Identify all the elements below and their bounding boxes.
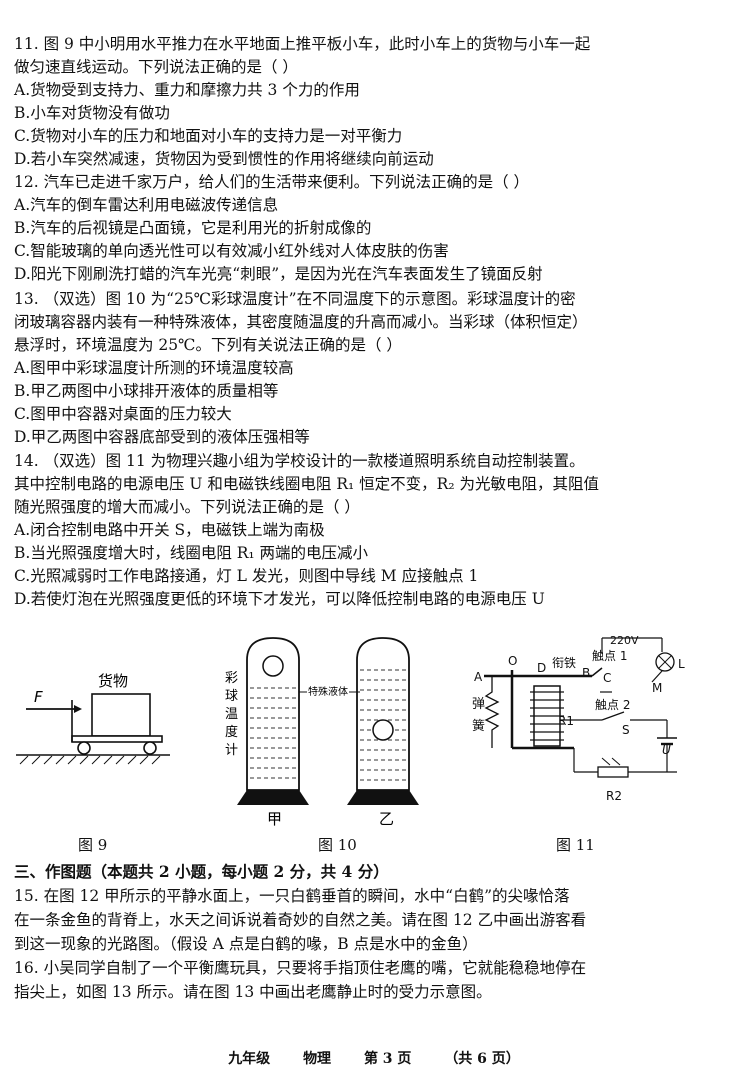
- fig11-contact1-label: 触点 1: [592, 649, 627, 663]
- q12-option-c: C.智能玻璃的单向透光性可以有效减小红外线对人体皮肤的伤害: [14, 242, 449, 260]
- fig11-b-label: B: [582, 666, 590, 680]
- fig10-label-yi: 乙: [379, 810, 394, 828]
- q14-option-b: B.当光照强度增大时，线圈电阻 R₁ 两端的电压减小: [14, 544, 369, 562]
- figure-10-thermometer-diagram: 彩 球 温 度 计 特殊液体 甲 乙: [225, 637, 419, 828]
- q15-line2: 在一条金鱼的背脊上，水天之间诉说着奇妙的自然之美。请在图 12 乙中画出游客看: [14, 911, 587, 929]
- q11-stem-line2: 做匀速直线运动。下列说法正确的是（ ）: [14, 58, 298, 76]
- fig9-cargo-label: 货物: [98, 672, 128, 690]
- q13-option-c: C.图甲中容器对桌面的压力较大: [14, 405, 232, 423]
- base-yi: [347, 790, 419, 805]
- figure-9-caption: 图 9: [78, 836, 108, 854]
- figure-11-caption: 图 11: [556, 836, 595, 854]
- ball-yi: [372, 719, 394, 741]
- q16-line1: 16. 小吴同学自制了一个平衡鹰玩具，只要将手指顶住老鹰的嘴，它就能稳稳地停在: [14, 959, 587, 977]
- q13-stem-line3: 悬浮时，环境温度为 25℃。下列有关说法正确的是（ ）: [14, 336, 402, 354]
- q12-option-a: A.汽车的倒车雷达利用电磁波传递信息: [14, 196, 279, 214]
- q11-stem-line1: 11. 图 9 中小明用水平推力在水平地面上推平板小车，此时小车上的货物与小车一…: [14, 35, 591, 53]
- fig11-lamp-label: L: [678, 657, 685, 671]
- q16-line2: 指尖上，如图 13 所示。请在图 13 中画出老鹰静止时的受力示意图。: [14, 983, 492, 1001]
- cargo-box: [91, 693, 151, 737]
- figure-9-cart-diagram: F 货物: [16, 672, 170, 765]
- q13-option-b: B.甲乙两图中小球排开液体的质量相等: [14, 382, 279, 400]
- container-jia: [246, 637, 300, 791]
- fig10-liquid-label: 特殊液体: [308, 685, 348, 698]
- switch-s: [601, 711, 625, 721]
- fig10-label-jia: 甲: [267, 810, 282, 828]
- fig10-vertical-char-3: 温: [225, 707, 238, 722]
- fig10-vertical-char-4: 度: [225, 724, 238, 740]
- ball-jia: [262, 655, 284, 677]
- fig11-m-label: M: [652, 681, 662, 695]
- fig11-contact2-label: 触点 2: [595, 698, 630, 712]
- q11-option-d: D.若小车突然减速，货物因为受到惯性的作用将继续向前运动: [14, 150, 434, 168]
- q13-option-d: D.甲乙两图中容器底部受到的液体压强相等: [14, 428, 310, 446]
- footer-page: 第 3 页: [363, 1051, 412, 1067]
- q14-stem-line3: 随光照强度的增大而减小。下列说法正确的是（ ）: [14, 498, 360, 516]
- photoresistor-r2: [597, 766, 629, 778]
- q15-line3: 到这一现象的光路图。（假设 A 点是白鹤的喙，B 点是水中的金鱼）: [14, 935, 478, 953]
- container-yi: [356, 637, 410, 791]
- fig11-c-label: C: [603, 671, 611, 685]
- fig11-voltage-label: 220V: [610, 634, 639, 647]
- q14-stem-line1: 14. （双选）图 11 为物理兴趣小组为学校设计的一款楼道照明系统自动控制装置…: [14, 452, 585, 470]
- q14-option-d: D.若使灯泡在光照强度更低的环境下才发光，可以降低控制电路的电源电压 U: [14, 590, 545, 608]
- q12-option-b: B.汽车的后视镜是凸面镜，它是利用光的折射成像的: [14, 219, 372, 237]
- q12-stem: 12. 汽车已走进千家万户，给人们的生活带来便利。下列说法正确的是（ ）: [14, 173, 530, 191]
- fig10-vertical-char-5: 计: [225, 743, 238, 758]
- page-footer: 九年级 物理 第 3 页 （共 6 页）: [0, 1048, 748, 1068]
- q13-stem-line1: 13. （双选）图 10 为“25℃彩球温度计”在不同温度下的示意图。彩球温度计…: [14, 290, 576, 308]
- q13-option-a: A.图甲中彩球温度计所测的环境温度较高: [14, 359, 294, 377]
- section-3-title: 三、作图题（本题共 2 小题，每小题 2 分，共 4 分）: [14, 862, 389, 881]
- q12-option-d: D.阳光下刚刷洗打蜡的汽车光亮“刺眼”，是因为光在汽车表面发生了镜面反射: [14, 265, 543, 283]
- cart-wheel-right: [143, 741, 157, 755]
- fig10-vertical-char-2: 球: [225, 689, 238, 704]
- fig10-vertical-char-1: 彩: [225, 671, 238, 686]
- figure-11-circuit-diagram: 220V 衔铁 触点 1 触点 2 L M A O D B C R1 S U R…: [472, 634, 685, 803]
- q11-option-a: A.货物受到支持力、重力和摩擦力共 3 个力的作用: [14, 81, 360, 99]
- cart-platform: [71, 735, 163, 743]
- q13-stem-line2: 闭玻璃容器内装有一种特殊液体，其密度随温度的升高而减小。当彩球（体积恒定）: [14, 313, 588, 331]
- q11-option-c: C.货物对小车的压力和地面对小车的支持力是一对平衡力: [14, 127, 403, 145]
- fig9-force-label: F: [34, 688, 43, 706]
- fig11-r2-label: R2: [606, 789, 622, 803]
- fig11-spring-char-2: 簧: [472, 718, 485, 734]
- q15-line1: 15. 在图 12 甲所示的平静水面上，一只白鹤垂首的瞬间，水中“白鹤”的尖喙恰…: [14, 887, 570, 905]
- fig11-iron-label: 衔铁: [552, 656, 576, 670]
- spring: [484, 676, 500, 748]
- cart-wheel-left: [77, 741, 91, 755]
- q11-option-b: B.小车对货物没有做功: [14, 104, 170, 122]
- fig11-o-label: O: [508, 654, 517, 668]
- q14-option-a: A.闭合控制电路中开关 S，电磁铁上端为南极: [14, 521, 325, 539]
- fig11-a-label: A: [474, 670, 483, 684]
- footer-grade: 九年级: [228, 1051, 271, 1067]
- q14-option-c: C.光照减弱时工作电路接通，灯 L 发光，则图中导线 M 应接触点 1: [14, 567, 479, 585]
- base-jia: [237, 790, 309, 805]
- fig11-s-label: S: [622, 723, 630, 737]
- footer-total: （共 6 页）: [444, 1051, 520, 1067]
- figure-10-caption: 图 10: [318, 836, 357, 854]
- fig11-d-label: D: [537, 661, 546, 675]
- q14-stem-line2: 其中控制电路的电源电压 U 和电磁铁线圈电阻 R₁ 恒定不变，R₂ 为光敏电阻，…: [14, 475, 599, 493]
- footer-subject: 物理: [303, 1051, 332, 1067]
- fig11-spring-char-1: 弹: [472, 697, 485, 712]
